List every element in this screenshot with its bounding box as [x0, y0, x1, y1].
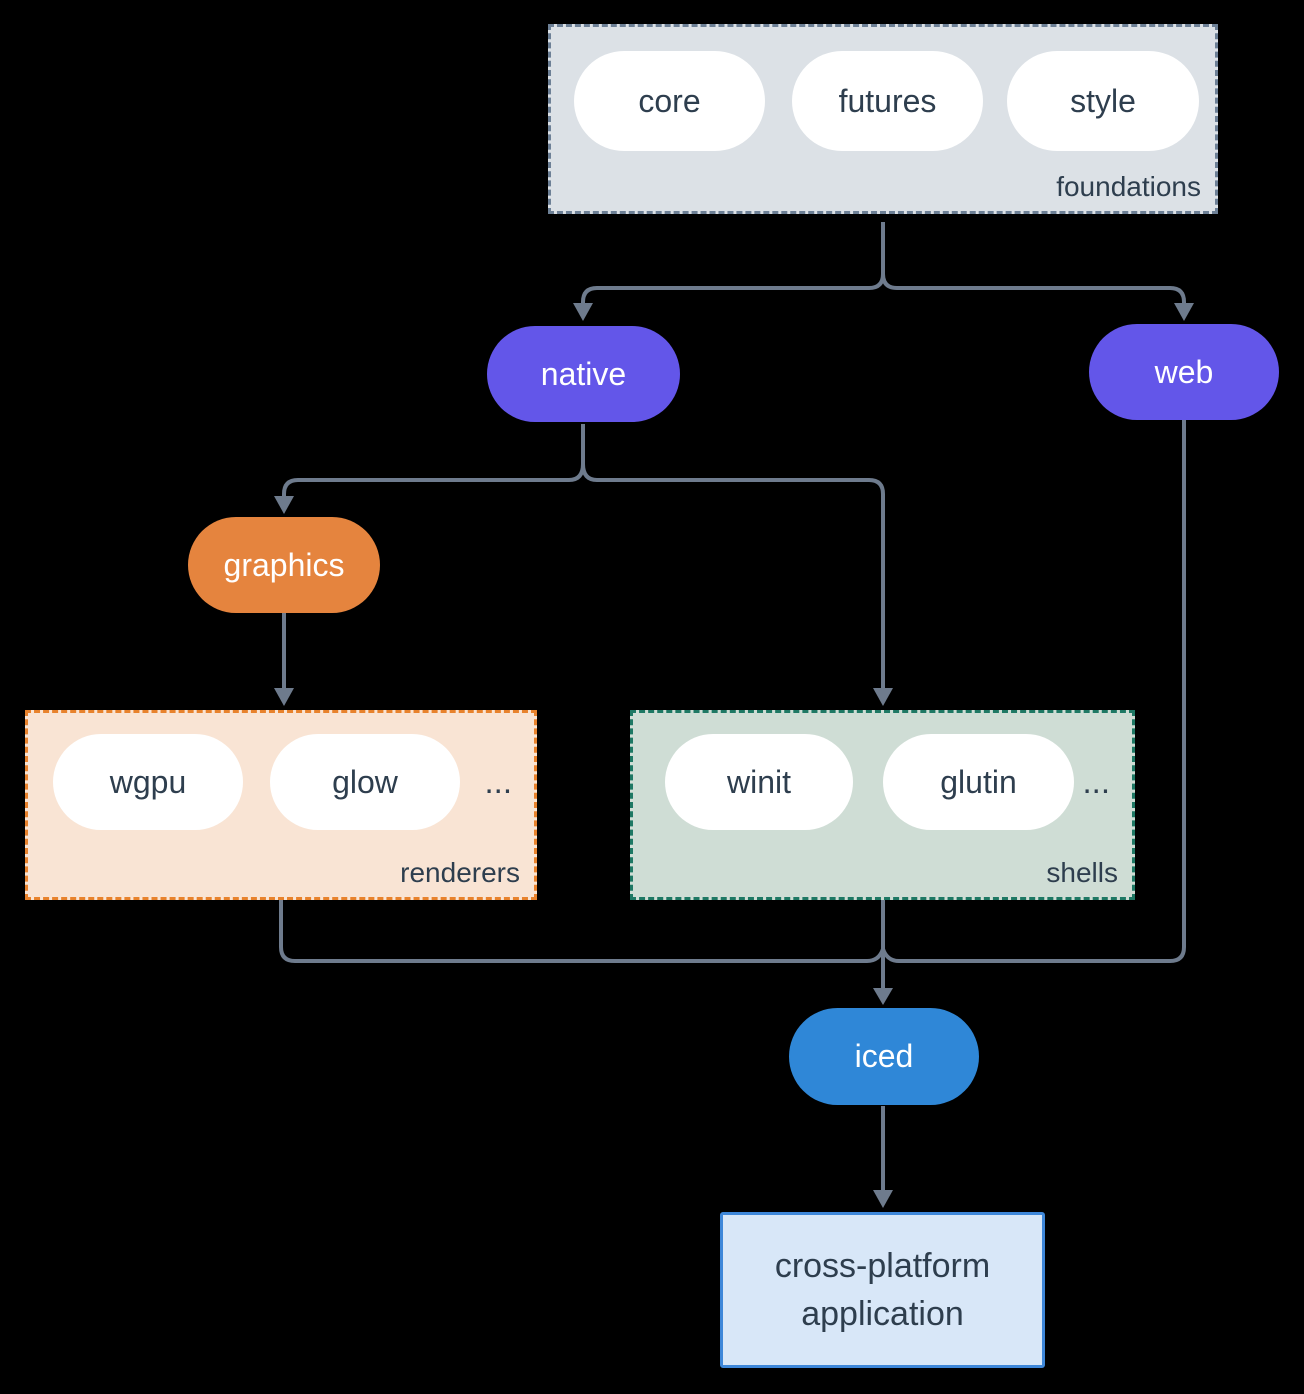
- node-glutin: glutin: [883, 734, 1074, 830]
- node-glow: glow: [270, 734, 460, 830]
- group-renderers: wgpu glow ... renderers: [25, 710, 537, 900]
- node-wgpu: wgpu: [53, 734, 243, 830]
- arrowhead-web: [1174, 303, 1194, 321]
- edge-native-to-shells: [581, 463, 885, 688]
- arrowhead-renderers: [274, 688, 294, 706]
- node-style: style: [1007, 51, 1199, 151]
- group-shells-label: shells: [1046, 857, 1118, 888]
- node-futures: futures: [792, 51, 983, 151]
- arrowhead-app: [873, 1190, 893, 1208]
- node-winit: winit: [665, 734, 853, 830]
- edge-renderers-to-merge: [279, 900, 885, 963]
- arrowhead-native: [573, 303, 593, 321]
- edge-native-to-graphics: [282, 463, 585, 496]
- node-core: core: [574, 51, 765, 151]
- edge-foundations-to-native: [581, 273, 885, 304]
- group-renderers-label: renderers: [400, 857, 520, 888]
- group-shells: winit glutin ... shells: [630, 710, 1135, 900]
- group-foundations-label: foundations: [1056, 171, 1201, 202]
- node-graphics: graphics: [188, 517, 380, 613]
- node-web: web: [1089, 324, 1279, 420]
- arrowhead-shells: [873, 688, 893, 706]
- node-native: native: [487, 326, 680, 422]
- edge-web-to-merge: [881, 420, 1186, 963]
- node-cross-platform-application: cross-platform application: [720, 1212, 1045, 1368]
- group-foundations: core futures style foundations: [548, 24, 1218, 214]
- arrowhead-iced: [873, 988, 893, 1005]
- edge-foundations-to-web: [881, 273, 1186, 304]
- renderers-ellipsis: ...: [484, 763, 512, 800]
- shells-ellipsis: ...: [1082, 763, 1110, 800]
- arrowhead-graphics: [274, 496, 294, 514]
- node-iced: iced: [789, 1008, 979, 1105]
